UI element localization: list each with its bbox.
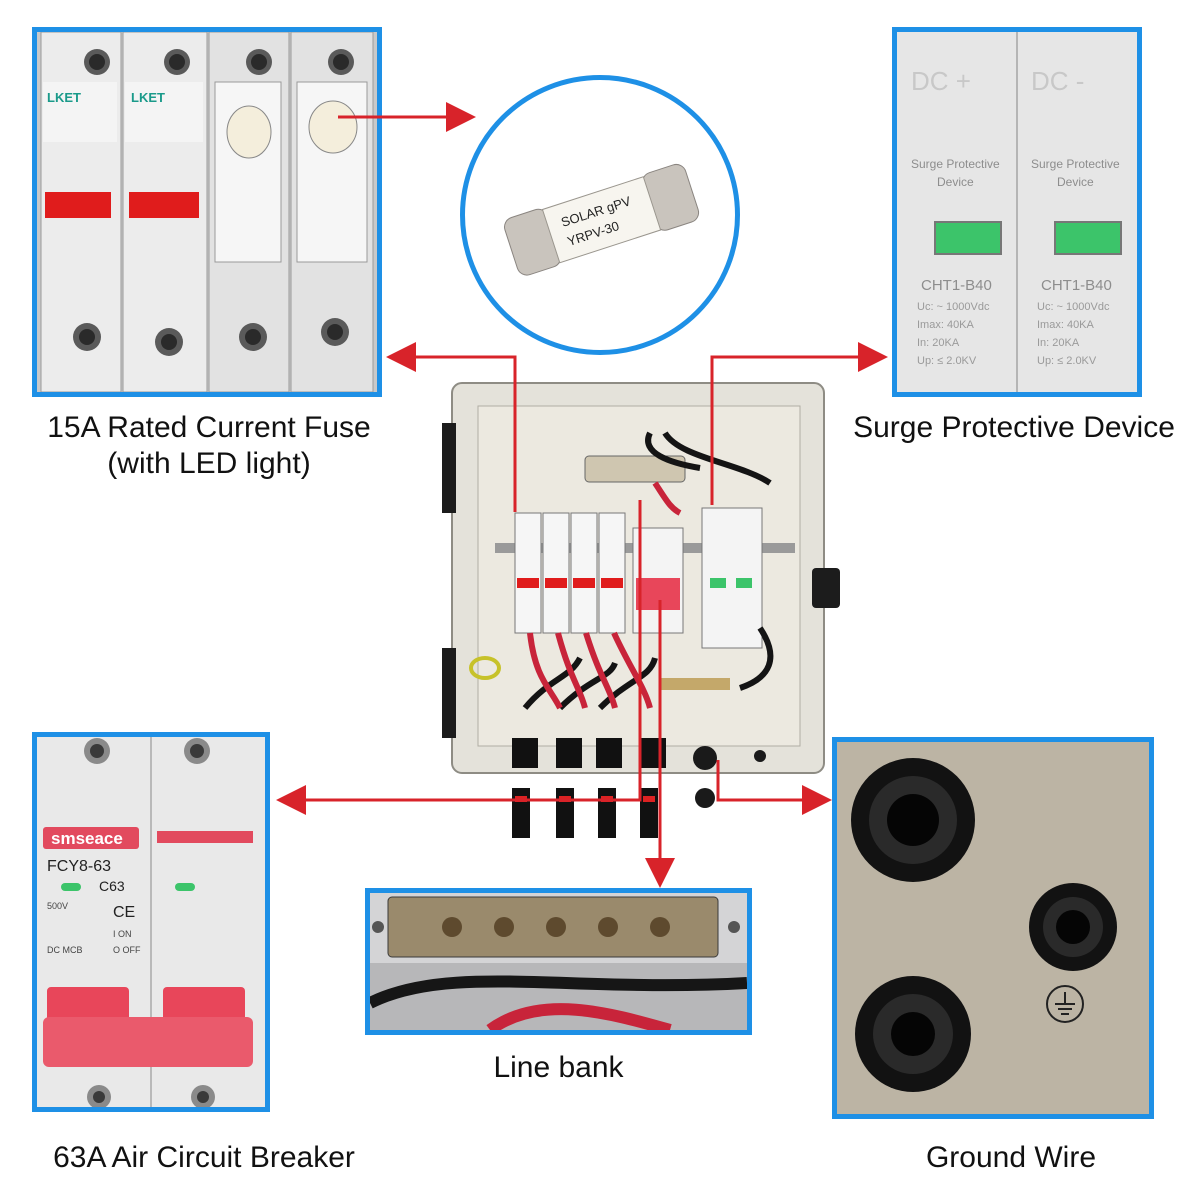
breaker-ce-mark: CE: [113, 904, 135, 921]
breaker-off: O OFF: [113, 945, 141, 955]
line-bank-photo: [365, 888, 752, 1035]
arrow-to-breaker-panel: [276, 500, 642, 815]
breaker-photo: smseace FCY8-63 C63 500V CE I ON O OFF D…: [32, 732, 270, 1112]
spd-uc-left: Uc: ~ 1000Vdc: [917, 301, 990, 313]
spd-indicator-right: [1054, 221, 1122, 255]
breaker-rating: C63: [99, 878, 125, 894]
fuse-brand-label: LKET: [47, 90, 81, 105]
breaker-brand: smseace: [51, 829, 123, 848]
spd-photo: DC + DC - Surge Protective Device Surge …: [892, 27, 1142, 397]
combiner-box-photo: [440, 378, 860, 848]
breaker-type: DC MCB: [47, 945, 83, 955]
caption-fuse-line2: (with LED light): [107, 447, 311, 480]
caption-spd: Surge Protective Device: [853, 411, 1175, 444]
fuse-holders-photo: LKET LKET: [32, 27, 382, 397]
caption-line-bank: Line bank: [493, 1051, 624, 1084]
spd-pole-plus: DC +: [911, 66, 971, 96]
caption-fuse-line1: 15A Rated Current Fuse: [47, 411, 371, 444]
spd-imax-left: Imax: 40KA: [917, 319, 975, 331]
spd-model-right: CHT1-B40: [1041, 277, 1112, 294]
arrow-to-ground-panel: [716, 760, 832, 815]
spd-label-line2-b: Device: [1057, 175, 1094, 189]
spd-label-line1-b: Surge Protective: [1031, 157, 1120, 171]
fuse-brand-label-2: LKET: [131, 90, 165, 105]
spd-in-left: In: 20KA: [917, 337, 960, 349]
arrow-to-spd-panel: [710, 342, 888, 505]
spd-pole-minus: DC -: [1031, 66, 1084, 96]
caption-breaker: 63A Air Circuit Breaker: [53, 1141, 355, 1174]
fuse-closeup-circle: SOLAR gPV YRPV-30: [460, 75, 740, 355]
spd-imax-right: Imax: 40KA: [1037, 319, 1095, 331]
breaker-model: FCY8-63: [47, 858, 111, 875]
caption-ground: Ground Wire: [925, 1141, 1097, 1174]
spd-up-left: Up: ≤ 2.0KV: [917, 355, 977, 367]
spd-label-line1: Surge Protective: [911, 157, 1000, 171]
breaker-voltage: 500V: [47, 901, 68, 911]
spd-in-right: In: 20KA: [1037, 337, 1080, 349]
ground-symbol-icon: [1046, 985, 1084, 1023]
spd-label-line2: Device: [937, 175, 974, 189]
spd-indicator-left: [934, 221, 1002, 255]
spd-up-right: Up: ≤ 2.0KV: [1037, 355, 1097, 367]
ground-glands-photo: [832, 737, 1154, 1119]
spd-model-left: CHT1-B40: [921, 277, 992, 294]
breaker-on: I ON: [113, 929, 132, 939]
spd-uc-right: Uc: ~ 1000Vdc: [1037, 301, 1110, 313]
arrow-to-fuse-panel: [386, 342, 517, 512]
